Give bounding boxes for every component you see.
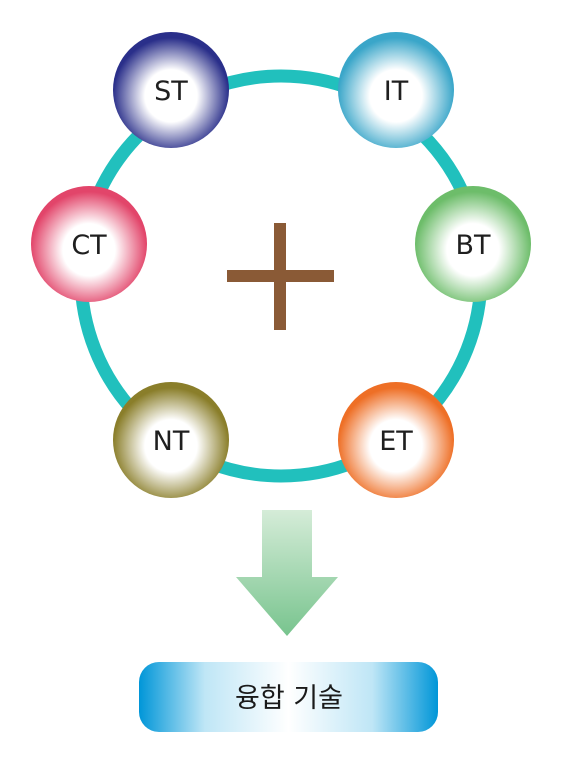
node-circle — [31, 186, 147, 302]
result-box: 융합 기술 — [139, 662, 438, 732]
result-box-background — [139, 662, 438, 732]
node-nt: NT — [113, 382, 229, 498]
node-st: ST — [113, 32, 229, 148]
node-label: BT — [455, 230, 491, 261]
result-label: 융합 기술 — [235, 683, 343, 714]
node-it: IT — [338, 32, 454, 148]
node-label: NT — [153, 426, 190, 457]
node-label: CT — [71, 230, 107, 261]
node-circle — [338, 382, 454, 498]
plus-icon — [227, 223, 334, 330]
node-circle — [113, 382, 229, 498]
node-bt: BT — [415, 186, 531, 302]
node-et: ET — [338, 382, 454, 498]
node-label: ET — [379, 426, 413, 457]
node-circle — [415, 186, 531, 302]
node-circle — [113, 32, 229, 148]
node-ct: CT — [31, 186, 147, 302]
node-circle — [338, 32, 454, 148]
node-label: ST — [154, 76, 188, 107]
node-label: IT — [384, 76, 409, 107]
arrow-down-icon — [236, 510, 338, 636]
